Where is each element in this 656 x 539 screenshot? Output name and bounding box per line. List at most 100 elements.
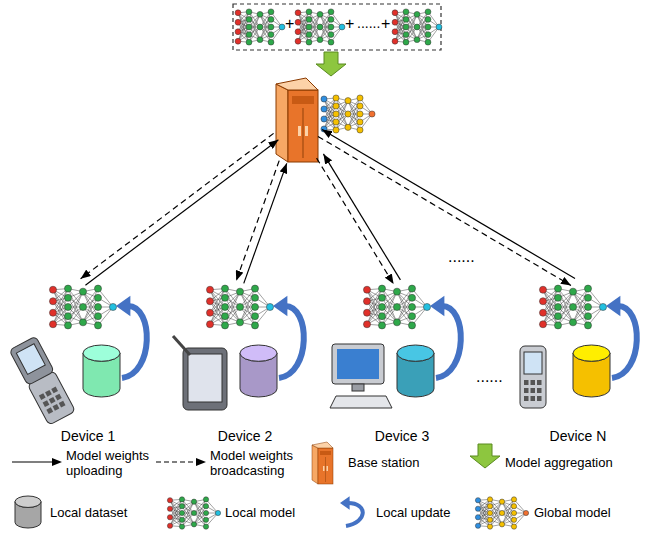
mobile-phone-icon-part <box>531 380 536 385</box>
local-update-arrow-part <box>612 306 637 378</box>
local-model-icon-part <box>236 303 243 310</box>
local-dataset-icon-part <box>397 345 434 361</box>
local-model-icon-part <box>328 39 334 45</box>
local-model-icon-part <box>236 319 243 326</box>
local-model-icon-part <box>306 16 312 22</box>
local-model-icon-part <box>221 313 228 320</box>
legend-label: Local dataset <box>50 506 127 521</box>
local-update-arrow-part <box>122 306 147 378</box>
global-model-icon-part <box>345 111 351 117</box>
legend-aggregation-arrow <box>470 444 500 468</box>
global-model-icon-part <box>369 111 375 117</box>
legend-local-update-arrow <box>340 496 363 526</box>
legend-local-model-icon-part <box>203 524 208 529</box>
local-model-icon-part <box>79 303 86 310</box>
mobile-phone-icon-part <box>531 396 536 401</box>
local-model-icon-part <box>306 32 312 38</box>
local-model-icon-part <box>554 303 561 310</box>
local-model-icon-part <box>569 303 576 310</box>
desktop-icon <box>330 344 392 408</box>
local-update-arrow-part <box>430 296 444 316</box>
local-model-icon-part <box>306 39 312 45</box>
legend-local-model-icon-part <box>167 498 172 503</box>
local-model-icon-part <box>328 32 334 38</box>
legend-local-model-icon-part <box>167 515 172 520</box>
plus-sign: + <box>381 15 390 33</box>
legend-local-model-icon-part <box>203 504 208 509</box>
tablet-icon-part <box>183 348 227 410</box>
legend-global-model-icon-part <box>487 497 492 502</box>
local-model-icon-part <box>79 319 86 326</box>
device-label: Device 3 <box>330 428 474 444</box>
device-node: Device N <box>506 282 650 446</box>
local-model-icon-part <box>268 39 274 45</box>
local-model-icon-part <box>378 303 385 310</box>
local-model-icon-part <box>425 32 431 38</box>
legend-local-model-icon-part <box>191 510 196 515</box>
local-model-icon-part <box>295 19 301 25</box>
device-label: Device 2 <box>173 428 317 444</box>
local-model-icon-part <box>539 298 546 305</box>
legend-global-model-icon-part <box>475 498 480 503</box>
local-model-icon-part <box>206 309 213 316</box>
local-model-icon-part <box>569 319 576 326</box>
legend-local-model-icon-part <box>203 510 208 515</box>
upload-arrow <box>85 140 278 285</box>
global-model-icon-part <box>321 96 327 102</box>
upload-arrow <box>322 130 575 279</box>
local-model-icon-part <box>49 298 56 305</box>
flip-phone-icon-part <box>59 401 66 408</box>
local-model-icon-part <box>339 24 345 30</box>
mobile-phone-icon-part <box>537 380 542 385</box>
mobile-phone-icon-part <box>520 346 546 408</box>
legend-local-model-icon-part <box>179 510 184 515</box>
local-model-icon-part <box>425 39 431 45</box>
local-model-icon-part <box>64 322 71 329</box>
local-model-icon-part <box>257 24 263 30</box>
local-model-icon-part <box>425 24 431 30</box>
legend-label: Global model <box>534 506 611 521</box>
local-model-icon-part <box>94 294 101 301</box>
legend-local-model-icon-part <box>179 517 184 522</box>
legend-global-model-icon-part <box>523 510 528 515</box>
local-dataset-icon-part <box>573 345 610 361</box>
base-station-node <box>276 78 320 162</box>
local-update-arrow <box>116 296 147 378</box>
desktop-icon-part <box>337 349 379 379</box>
mobile-phone-icon-part <box>537 396 542 401</box>
local-model-icon-part <box>408 285 415 292</box>
local-update-arrow <box>606 296 637 378</box>
local-update-arrow-part <box>436 306 461 378</box>
local-model-icon-part <box>295 10 301 16</box>
flip-phone-icon-part <box>39 393 46 400</box>
global-model-icon <box>321 95 375 133</box>
mobile-phone-icon-part <box>537 388 542 393</box>
local-model-icon-part <box>403 24 409 30</box>
global-model-icon-part <box>321 116 327 122</box>
local-update-arrow-part <box>279 306 304 378</box>
legend-samples-part <box>156 461 198 462</box>
local-model-icon-part <box>408 303 415 310</box>
local-model-icon <box>295 9 345 45</box>
legend-local-model-icon-part <box>203 517 208 522</box>
local-model-icon-part <box>49 321 56 328</box>
mobile-phone-icon-part <box>524 352 542 374</box>
local-model-icon-part <box>94 322 101 329</box>
local-model-icon-part <box>363 321 370 328</box>
plus-sign: + <box>345 15 354 33</box>
local-model-icon-part <box>393 319 400 326</box>
tablet-icon-part <box>188 354 222 402</box>
global-model-icon-part <box>357 127 363 133</box>
local-dataset-icon-part <box>240 345 277 361</box>
local-model-icon-part <box>246 39 252 45</box>
legend-global-model-icon-part <box>487 517 492 522</box>
local-model-icon-part <box>392 29 398 35</box>
mobile-phone-icon-part <box>524 380 529 385</box>
device-node: Device 3 <box>330 282 474 446</box>
local-model-icon-part <box>268 32 274 38</box>
local-model-icon-part <box>64 303 71 310</box>
base-station-icon <box>276 78 318 162</box>
local-model-icon-part <box>251 303 258 310</box>
local-model-icon-part <box>246 9 252 15</box>
local-model-icon-part <box>328 24 334 30</box>
